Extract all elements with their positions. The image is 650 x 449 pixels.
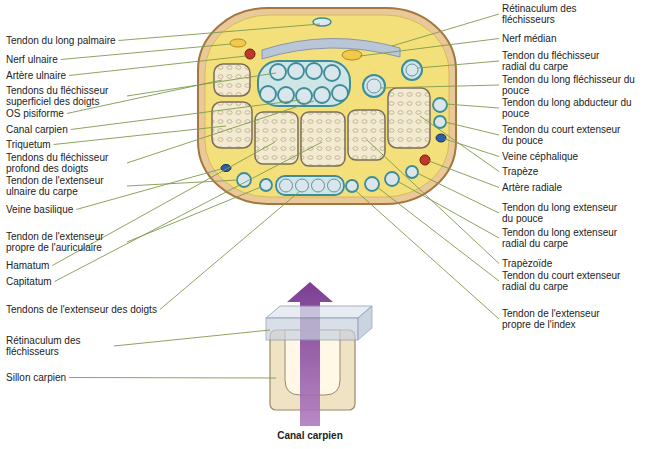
tendon [324,65,340,81]
leader-line [377,187,499,281]
figure-caption: Canal carpien [250,430,370,442]
leader-line [445,122,499,135]
leader-line [54,126,226,145]
part-label: Artère ulnaire [6,70,66,81]
tendon [346,180,358,192]
tendon [365,177,379,191]
flexor-retinaculum [262,38,400,59]
tendon [406,166,418,178]
tendon [270,64,286,80]
part-label: Triquetum [6,139,51,150]
leader-line [418,61,499,68]
part-label: Tendon du long fléchisseur du pouce [502,74,637,96]
part-label: Sillon carpien [6,372,66,383]
part-label: Tendon du long palmaire [6,35,116,46]
part-label: Capitatum [6,276,52,287]
tendon [314,87,330,103]
retinaculum-plate [358,306,372,340]
tendon-sheath [363,75,385,97]
retinaculum-plate [266,306,372,318]
part-label: Tendons du fléchisseur superficiel des d… [6,85,124,107]
cephalic-vein [436,134,446,142]
part-label: Tendon du court extenseur du pouce [502,124,622,146]
part-label: Rétinaculum des fléchisseurs [6,335,111,357]
basilic-vein [221,165,231,172]
leader-line [61,44,231,60]
leader-line [127,180,238,186]
leader-line [114,330,270,346]
leader-line [127,187,261,242]
part-label: Rétinaculum des fléchisseurs [502,3,612,25]
part-label: Tendon du long extenseur du pouce [502,202,627,224]
part-label: Tendon du court extenseur radial du carp… [502,270,627,292]
hamate-bone [255,112,298,164]
leader-line [69,56,246,76]
retinaculum-plate [266,318,358,340]
direction-arrow [287,282,333,426]
leader-line [445,139,499,157]
leader-line [446,104,499,108]
part-label: Tendon de l'extenseur ulnaire du carpe [6,175,124,197]
leader-line [69,377,276,379]
part-label: Trapèze [502,166,538,177]
leader-line [127,101,314,163]
tendon [306,63,322,79]
radial-artery [420,155,430,165]
tendon [332,85,348,101]
tendon [367,79,381,93]
part-label: Tendons du fléchisseur profond des doigt… [6,152,124,174]
part-label: Tendon du long extenseur radial du carpe [502,227,627,249]
part-label: Nerf ulnaire [6,54,58,65]
tendon [278,87,294,103]
part-label: Tendon de l'extenseur propre de l'auricu… [6,231,124,253]
tendon [385,172,399,186]
leader-line [71,100,300,130]
part-label: Trapèzoïde [502,258,552,269]
tendon [406,64,418,76]
part-label: Canal carpien [6,124,68,135]
leader-line [360,39,499,57]
part-label: OS pisiforme [6,108,64,119]
part-label: Hamatum [6,260,49,271]
trapezoid-bone [348,110,385,160]
fat-tissue [205,15,449,197]
leader-line [397,181,499,238]
ulnar-nerve [230,39,246,47]
capitate-bone [301,112,345,166]
tendon [296,179,309,192]
part-label: Nerf médian [502,33,556,44]
tendon [328,179,341,192]
part-label: Veine basilique [6,204,73,215]
part-label: Tendon de l'extenseur propre de l'index [502,308,622,330]
leader-line [420,116,499,172]
ulnar-artery [245,49,255,59]
tendon-sheath [258,61,350,106]
part-label: Tendon du fléchisseur radial du carpe [502,50,617,72]
leader-line [392,14,499,46]
tendon [433,98,447,112]
tendon [260,179,272,191]
median-nerve [342,50,362,60]
tendon-sheath [402,60,422,80]
part-label: Veine céphalique [502,151,578,162]
leader-line [355,190,499,319]
skin [198,8,456,204]
leader-line [417,173,499,213]
tendon-sheath [276,176,344,195]
tendon [260,86,276,102]
leader-line [160,191,300,310]
leader-line [380,85,499,88]
tendon [434,116,446,128]
tendon [288,63,304,79]
tendon [312,179,325,192]
part-label: Artère radiale [502,182,562,193]
part-label: Tendon du long abducteur du pouce [502,97,637,119]
part-label: Tendons de l'extenseur des doigts [6,304,157,315]
trapezium-bone [388,88,430,148]
leader-line [119,24,320,41]
tendon [296,88,312,104]
tendon [280,179,293,192]
leader-line [367,140,499,264]
